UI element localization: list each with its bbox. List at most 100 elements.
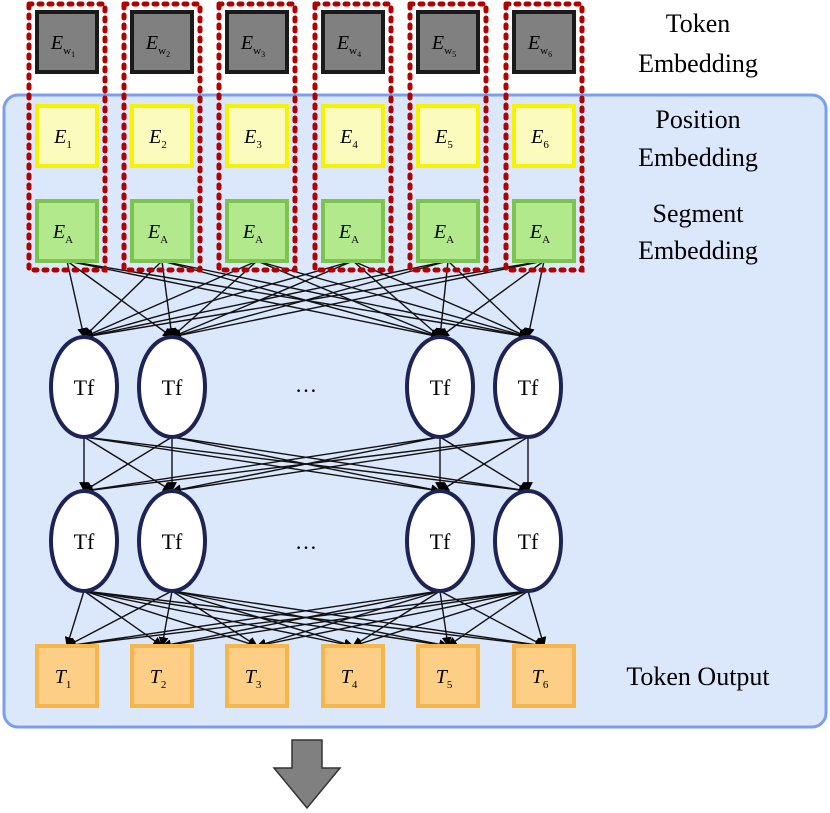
- transformer-node-ellipse: [137, 489, 207, 593]
- edge-transformer-to-output: [439, 590, 452, 647]
- segment-embedding-text: EA: [147, 221, 168, 246]
- transformer-node-ellipse: [49, 335, 119, 439]
- position-embedding-text: E4: [339, 126, 358, 151]
- edge-transformer-to-output: [171, 590, 545, 650]
- dotted-column-outline: [312, 1, 394, 273]
- position-embedding-box: [225, 104, 289, 168]
- transformer-node-label: Tf: [518, 529, 539, 554]
- token-output: T6: [512, 644, 576, 708]
- token-embedding-box: [225, 10, 289, 74]
- segment-embedding: EA: [35, 199, 99, 263]
- token-embedding: Ew3: [225, 10, 289, 74]
- edge-transformer-to-output: [352, 590, 529, 649]
- ellipsis-row-2: …: [295, 529, 317, 554]
- token-output-text: T2: [150, 666, 167, 691]
- edge-transformer-to-output: [352, 590, 441, 647]
- edge-transformer-to-output: [447, 590, 529, 647]
- transformer-node-label: Tf: [162, 375, 183, 400]
- edge-segment-to-transformer: [66, 260, 529, 341]
- dotted-column-outline: [503, 1, 585, 273]
- edge-segment-to-transformer: [352, 260, 529, 338]
- edge-transformer-to-output: [83, 590, 449, 650]
- position-embedding: E2: [130, 104, 194, 168]
- token-output-text: T5: [436, 666, 453, 691]
- position-embedding-text: E2: [148, 126, 167, 151]
- edge-segment-to-transformer: [171, 260, 545, 341]
- segment-embedding-box: [416, 199, 480, 263]
- dotted-column-outline: [121, 1, 203, 273]
- segment-embedding: EA: [321, 199, 385, 263]
- token-embedding-label-line2: Embedding: [638, 49, 758, 78]
- edge-transformer-to-output: [256, 590, 529, 650]
- edge-transformer-to-output: [66, 590, 529, 650]
- transformer-node-ellipse: [493, 335, 563, 439]
- transformer-node: Tf: [405, 489, 475, 593]
- transformer-node-ellipse: [493, 489, 563, 593]
- edge-segment-to-transformer: [525, 260, 545, 338]
- token-output: T2: [130, 644, 194, 708]
- token-output-box: [225, 644, 289, 708]
- token-embedding-box: [130, 10, 194, 74]
- down-arrow-icon: [272, 739, 342, 810]
- position-embedding-box: [416, 104, 480, 168]
- segment-embedding-text: EA: [52, 221, 73, 246]
- segment-embedding: EA: [416, 199, 480, 263]
- edge-transformer-to-output: [171, 590, 258, 647]
- edge-segment-to-transformer: [256, 260, 441, 339]
- token-embedding-text: Ew2: [145, 32, 170, 59]
- edge-transformer-to-output: [83, 590, 354, 650]
- token-embedding-text: Ew6: [527, 32, 552, 59]
- edge-transformer-to-transformer: [83, 436, 441, 495]
- connection-lines: [64, 260, 547, 650]
- position-embedding-label-line1: Position: [655, 105, 740, 134]
- edge-transformer-to-output: [83, 590, 545, 650]
- edge-segment-to-transformer: [439, 260, 545, 338]
- position-embedding-text: E6: [530, 126, 549, 151]
- token-output-box: [321, 644, 385, 708]
- segment-embedding-box: [512, 199, 576, 263]
- transformer-node: Tf: [49, 335, 119, 439]
- segment-embedding-text: EA: [433, 221, 454, 246]
- segment-embedding-text: EA: [529, 221, 550, 246]
- transformer-node-label: Tf: [162, 529, 183, 554]
- token-output: T1: [35, 644, 99, 708]
- position-embedding-text: E5: [434, 126, 453, 151]
- edge-segment-to-transformer: [256, 260, 529, 340]
- position-embedding: E3: [225, 104, 289, 168]
- transformer-node: Tf: [405, 335, 475, 439]
- token-embedding-box: [512, 10, 576, 74]
- transformer-node: Tf: [493, 489, 563, 593]
- edge-segment-to-transformer: [436, 260, 449, 338]
- transformer-node: Tf: [493, 335, 563, 439]
- edge-segment-to-transformer: [171, 260, 258, 338]
- edge-transformer-to-output: [527, 590, 547, 647]
- position-embedding: E1: [35, 104, 99, 168]
- edge-segment-to-transformer: [161, 260, 529, 341]
- edge-transformer-to-output: [158, 590, 173, 647]
- transformer-node-ellipse: [405, 335, 475, 439]
- segment-embedding-label-line1: Segment: [653, 199, 745, 228]
- token-output-box: [512, 644, 576, 708]
- token-embedding-text: Ew1: [50, 32, 75, 59]
- edge-transformer-to-output: [64, 590, 85, 647]
- edge-segment-to-transformer: [161, 260, 441, 340]
- position-embedding-box: [321, 104, 385, 168]
- transformer-node-ellipse: [137, 335, 207, 439]
- edge-segment-to-transformer: [161, 260, 176, 338]
- token-embedding: Ew4: [321, 10, 385, 74]
- dotted-column-outline: [407, 1, 489, 273]
- edge-segment-to-transformer: [447, 260, 529, 338]
- edge-transformer-to-output: [161, 590, 529, 650]
- token-embedding: Ew1: [35, 10, 99, 74]
- segment-embedding-label-line2: Embedding: [638, 236, 758, 265]
- token-embedding-box: [416, 10, 480, 74]
- edge-transformer-to-transformer: [83, 436, 529, 495]
- edge-segment-to-transformer: [83, 260, 545, 341]
- position-embedding: E6: [512, 104, 576, 168]
- token-embedding-text: Ew4: [336, 32, 361, 59]
- token-output-text: T1: [55, 666, 72, 691]
- token-output-label: Token Output: [626, 662, 770, 691]
- token-output: T5: [416, 644, 480, 708]
- segment-embedding: EA: [225, 199, 289, 263]
